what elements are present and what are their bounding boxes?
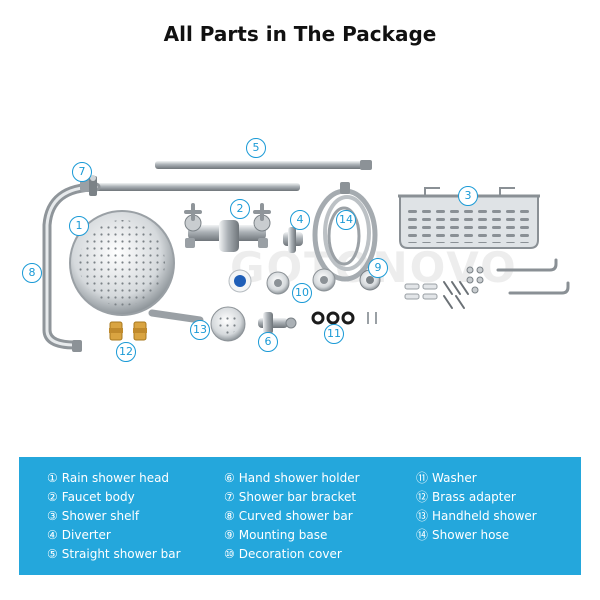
shower-bar-bracket <box>80 175 97 196</box>
legend-label: Handheld shower <box>432 508 537 523</box>
curved-shower-bar <box>42 182 300 352</box>
legend-number: ② <box>47 489 58 504</box>
legend-number: ⑥ <box>224 470 235 485</box>
callout-10: 10 <box>292 283 312 303</box>
legend-number: ⑩ <box>224 546 235 561</box>
callout-9: 9 <box>368 258 388 278</box>
callout-8: 8 <box>22 263 42 283</box>
diverter <box>283 227 303 253</box>
legend-label: Rain shower head <box>61 470 170 485</box>
legend-number: ① <box>47 470 58 485</box>
handheld-shower <box>148 306 246 342</box>
legend-label: Shower hose <box>432 527 510 542</box>
legend-label: Faucet body <box>61 489 135 504</box>
legend-label: Shower bar bracket <box>238 489 357 504</box>
legend-label: Mounting base <box>238 527 328 542</box>
legend-label: Decoration cover <box>238 546 342 561</box>
legend-number: ⑧ <box>224 508 235 523</box>
callout-7: 7 <box>72 162 92 182</box>
rain-shower-head <box>69 210 175 316</box>
legend-number: ⑤ <box>47 546 58 561</box>
callout-6: 6 <box>258 332 278 352</box>
legend-number: ⑦ <box>224 489 235 504</box>
page-title: All Parts in The Package <box>163 22 437 46</box>
legend-number: ⑬ <box>416 509 429 523</box>
hand-shower-holder <box>258 312 297 334</box>
callout-12: 12 <box>116 342 136 362</box>
legend-number: ⑭ <box>416 528 429 542</box>
legend-label: Shower shelf <box>61 508 140 523</box>
sealing-tape <box>228 269 252 293</box>
callout-2: 2 <box>230 199 250 219</box>
hardware-pieces <box>404 258 570 309</box>
legend-label: Diverter <box>61 527 111 542</box>
legend-label: Hand shower holder <box>238 470 360 485</box>
legend-label: Washer <box>432 470 477 485</box>
callout-1: 1 <box>69 216 89 236</box>
legend-label: Straight shower bar <box>61 546 181 561</box>
legend-number: ③ <box>47 508 58 523</box>
legend-label: Brass adapter <box>432 489 516 504</box>
decoration-cover <box>266 268 336 295</box>
callout-3: 3 <box>458 186 478 206</box>
legend-number: ⑪ <box>416 471 429 485</box>
callout-13: 13 <box>190 320 210 340</box>
legend-number: ⑨ <box>224 527 235 542</box>
legend-number: ④ <box>47 527 58 542</box>
faucet-body <box>184 203 271 252</box>
straight-shower-bar <box>155 160 372 170</box>
callout-4: 4 <box>290 210 310 230</box>
callout-5: 5 <box>246 138 266 158</box>
washer <box>311 311 377 325</box>
legend-label: Curved shower bar <box>238 508 353 523</box>
brass-adapter <box>109 321 147 341</box>
callout-14: 14 <box>336 210 356 230</box>
callout-11: 11 <box>324 324 344 344</box>
shower-hose <box>312 182 378 282</box>
legend-number: ⑫ <box>416 490 429 504</box>
